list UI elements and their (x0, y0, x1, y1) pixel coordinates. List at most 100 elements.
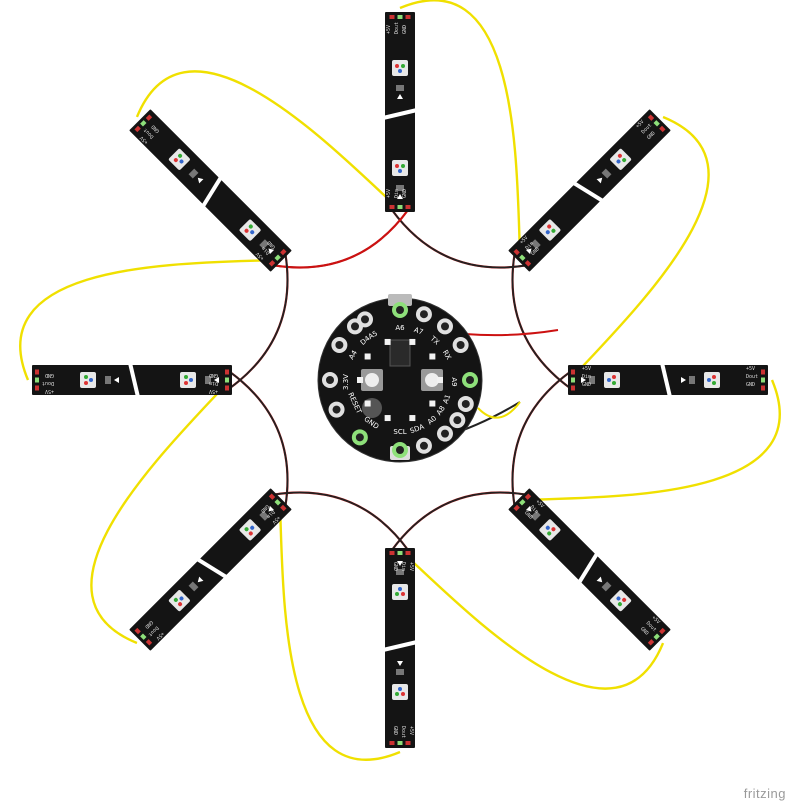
led-pixel (392, 60, 408, 76)
wire-black-left (229, 371, 289, 507)
solder-pad (571, 377, 575, 383)
strip-pin-label: +5V (45, 388, 54, 394)
wire-red-top-right (511, 253, 571, 389)
solder-pad (389, 205, 395, 209)
onboard-neopixel (364, 353, 371, 360)
solder-pad (513, 248, 520, 256)
strip-cut-line (382, 640, 418, 652)
resistor-chip (396, 569, 404, 575)
strip-pin-label: +5V (635, 119, 646, 130)
strip-pin-label: +5V (255, 251, 266, 262)
direction-arrow-icon (114, 377, 119, 383)
resistor-chip (601, 168, 612, 179)
resistor-chip (105, 376, 111, 384)
usb-port (388, 294, 412, 306)
solder-pad (524, 493, 532, 500)
strip-pin-label: Dout (400, 726, 406, 738)
wire-black-bottom-left (273, 491, 409, 551)
direction-arrow-icon (397, 661, 403, 666)
led-pixel (168, 148, 190, 170)
strip-pin-label: Din (400, 562, 406, 571)
onboard-neopixel (429, 400, 436, 407)
solder-pad (571, 385, 575, 391)
board-pad-label: A5 (367, 329, 379, 341)
wire-yellow-bottom-right (399, 549, 665, 690)
onboard-neopixel (409, 415, 416, 422)
direction-arrow-icon (525, 248, 532, 255)
board-pad-label: A1 (442, 393, 453, 404)
direction-arrow-icon (596, 177, 603, 184)
led-pixel (539, 519, 561, 541)
strip-cut-line (382, 108, 418, 120)
strip-pin-label: +5V (209, 388, 218, 394)
strip-pin-label: +5V (746, 366, 755, 372)
solder-pad (225, 377, 229, 383)
strip-pin-label: GND (582, 382, 591, 388)
led-pixel (704, 372, 720, 388)
wire-yellow-bottom-left (90, 379, 231, 645)
strip-pin-label: GND (746, 382, 755, 388)
strip-pin-label: GND (402, 25, 408, 34)
strip-pin-label: +5V (271, 514, 282, 525)
wire-black-bottom (391, 491, 527, 551)
strip-cut-line (128, 362, 140, 398)
solder-pad (761, 385, 765, 391)
resistor-chip (589, 376, 595, 384)
solder-pad (659, 627, 666, 635)
led-pixel (610, 590, 632, 612)
solder-pad (405, 741, 411, 745)
right-button (421, 369, 443, 391)
direction-arrow-icon (197, 177, 204, 184)
strip-cut-line (577, 552, 599, 584)
onboard-neopixel (429, 353, 436, 360)
resistor-chip (396, 185, 404, 191)
strip-pin-label: +5V (408, 726, 414, 735)
strip-pin-label: Dout (394, 22, 400, 34)
resistor-chip (689, 376, 695, 384)
microcontroller-chip (389, 339, 411, 367)
strip-pin-label: GND (143, 619, 154, 630)
board-pad-label: SCL (393, 428, 406, 436)
solder-pad (519, 499, 526, 506)
strip-pin-label: +5V (386, 189, 392, 198)
strip-pin-label: +5V (582, 366, 591, 372)
solder-pad (647, 639, 655, 646)
solder-pad (389, 15, 395, 19)
board-pad-label: RX (441, 349, 453, 362)
board-pad-label: A6 (395, 324, 405, 332)
solder-pad (140, 633, 147, 640)
strip-pin-label: Din (524, 241, 535, 252)
strip-pin-label: Din (261, 245, 272, 256)
solder-pad (145, 639, 153, 646)
strip-pin-label: GND (45, 372, 54, 378)
solder-pad (397, 551, 403, 555)
solder-pad (405, 551, 411, 555)
led-pixel (392, 160, 408, 176)
strip-pin-label: Din (394, 189, 400, 198)
wire-yellow-bottom (278, 500, 401, 761)
resistor-chip (259, 510, 270, 521)
solder-pad (397, 741, 403, 745)
solder-pad (134, 627, 141, 635)
led-pixel (392, 684, 408, 700)
resistor-chip (188, 581, 199, 592)
wire-black-right (511, 253, 571, 389)
strip-pin-label: Din (265, 509, 276, 520)
strip-pin-label: +5V (408, 562, 414, 571)
solder-pad (647, 114, 655, 121)
solder-pad (268, 493, 276, 500)
strip-pin-label: GND (392, 562, 398, 571)
strip-pin-label: Din (209, 380, 218, 386)
strip-pin-label: +5V (155, 630, 166, 641)
strip-cut-line (196, 557, 228, 579)
direction-arrow-icon (681, 377, 686, 383)
solder-pad (274, 499, 281, 506)
wire-red-left (229, 253, 289, 389)
